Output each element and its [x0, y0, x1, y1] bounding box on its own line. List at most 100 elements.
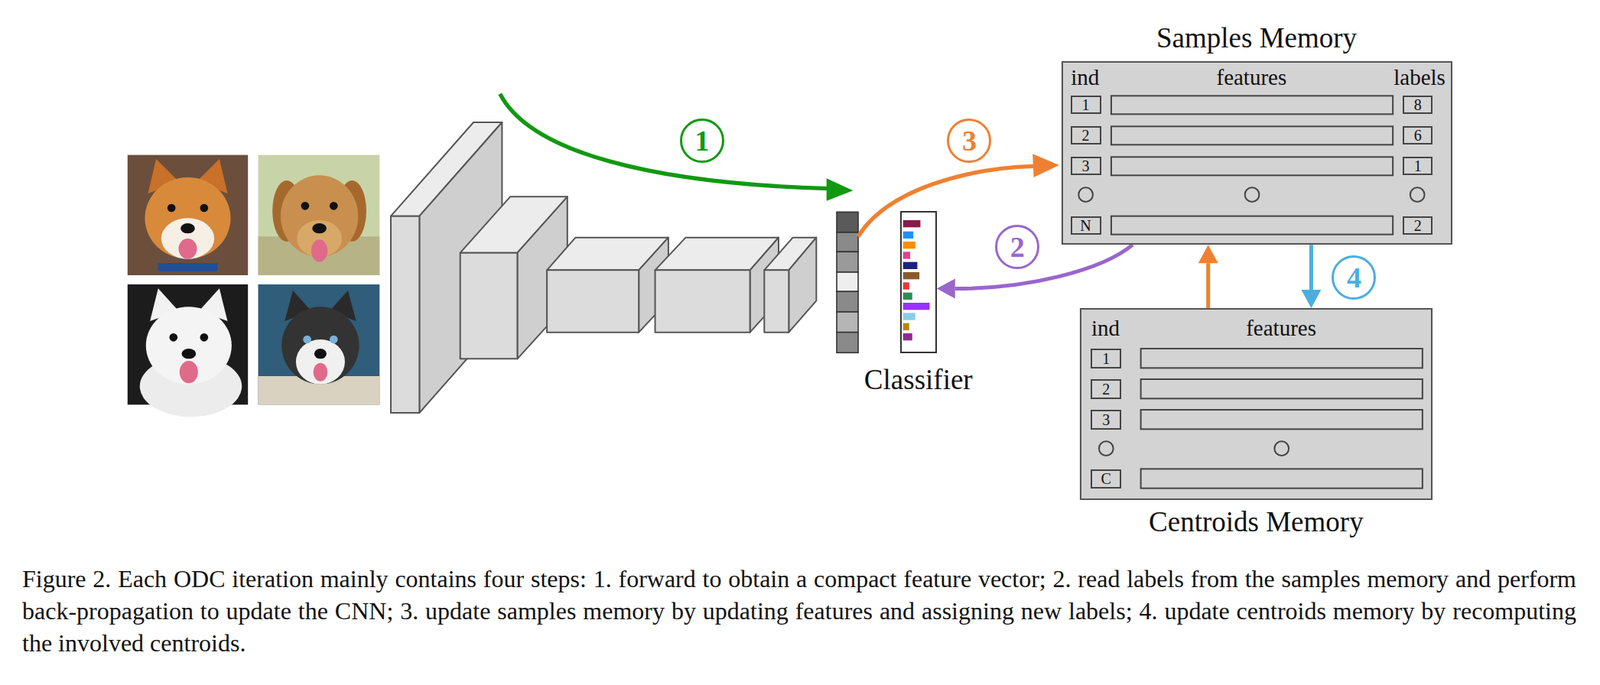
index-cell: 3	[1090, 409, 1122, 430]
dog-photo	[178, 238, 197, 260]
classifier-bars	[903, 231, 914, 239]
label-cell: 8	[1402, 95, 1433, 114]
cell-text: 8	[1414, 97, 1422, 113]
step-arrow	[1032, 153, 1060, 178]
cell-text: N	[1079, 217, 1091, 234]
feature-vector	[836, 211, 859, 233]
ellipsis-dot	[1410, 187, 1425, 202]
arrowhead	[1198, 244, 1219, 264]
memory-fill	[1079, 308, 1434, 501]
dog-photo	[258, 284, 381, 405]
ellipsis-dot	[1078, 187, 1425, 456]
step-number: 1	[679, 118, 725, 163]
cell-text: 2	[1082, 127, 1090, 144]
title-text: Centroids Memory	[1148, 507, 1364, 538]
dog-photo	[258, 155, 381, 276]
connector-line	[955, 244, 1133, 289]
index-cell: N	[1070, 216, 1102, 235]
cell-text: 2	[1414, 217, 1422, 234]
index-cell: 1	[1090, 348, 1122, 368]
header-text: labels	[1393, 65, 1446, 89]
index-cell: 3	[1070, 156, 1102, 176]
label-cell: 6	[1402, 126, 1433, 145]
title-text: Classifier	[864, 365, 973, 396]
memory-table: Samples Memoryindfeatureslabels123N8612	[1061, 61, 1453, 245]
dog-photo	[329, 201, 339, 211]
classifier-bars	[903, 262, 918, 270]
connector-line	[1309, 244, 1314, 290]
cnn-layers	[655, 269, 751, 332]
cell-text: 1	[1414, 158, 1422, 174]
dog-photo	[258, 284, 381, 405]
feature-slot	[1111, 156, 1393, 176]
index-cell: 1	[1070, 95, 1102, 114]
feature-slot	[1141, 379, 1423, 399]
step-arrow	[500, 94, 1060, 238]
cell-text: 3	[1102, 412, 1110, 428]
classifier-bars	[903, 323, 910, 331]
arrowhead	[936, 279, 956, 300]
memory-fill	[1061, 61, 1453, 500]
feature-vector	[836, 211, 859, 353]
feature-vector	[836, 312, 859, 333]
classifier-bars	[903, 333, 913, 341]
feature-slot	[1111, 95, 1423, 488]
dog-photo	[179, 360, 199, 384]
dog-photo	[158, 263, 218, 272]
feature-slot	[1141, 468, 1423, 488]
cnn-layers	[788, 237, 817, 333]
cnn-layers	[764, 269, 789, 332]
label-cell: 2	[1402, 216, 1433, 235]
dog-photo	[301, 201, 310, 211]
classifier-bars	[903, 220, 921, 228]
dog-photo	[311, 239, 328, 262]
cell-text: 6	[1414, 127, 1422, 144]
feature-slot	[1111, 126, 1393, 145]
feature-slot	[1141, 348, 1423, 368]
feature-vector	[836, 291, 859, 313]
connector-arrow	[1198, 244, 1219, 309]
dog-photo	[127, 284, 248, 417]
cell-text: 1	[1082, 97, 1090, 113]
cnn-layers	[460, 253, 518, 360]
dog-photo	[144, 177, 231, 260]
feature-vector	[836, 332, 859, 354]
dog-photo	[312, 223, 327, 234]
caption-text: Figure 2. Each ODC iteration mainly cont…	[22, 562, 1577, 660]
dog-photo	[169, 333, 178, 342]
cell-text: 3	[1082, 158, 1090, 174]
header-text: features	[1216, 65, 1287, 89]
header-text: ind	[1070, 65, 1100, 89]
memory-table: indfeaturesCentroids Memory123C	[1079, 308, 1434, 501]
cell-text: 1	[1102, 351, 1110, 367]
feature-slot	[1111, 216, 1393, 235]
dog-photo	[295, 339, 345, 385]
dog-photo	[302, 335, 312, 345]
memory-fill	[1061, 61, 1453, 245]
step-number: 3	[946, 118, 992, 163]
dog-photo	[181, 348, 196, 359]
classifier-bars	[903, 312, 916, 320]
dog-photo	[200, 204, 209, 213]
feature-slot	[1141, 409, 1423, 430]
dog-photo	[329, 335, 339, 345]
dog-photo	[200, 333, 209, 342]
step-number: 2	[995, 224, 1040, 270]
label-cell: 1	[1402, 156, 1433, 176]
classifier-bars	[903, 272, 920, 280]
cnn-layers	[546, 269, 639, 332]
dog-photo	[161, 217, 215, 259]
ellipsis-dot	[1078, 187, 1093, 202]
step-arrow	[500, 94, 830, 189]
classifier-bars	[903, 251, 911, 259]
cnn-layers	[390, 122, 817, 414]
header-text: ind	[1091, 316, 1120, 340]
dog-photo	[313, 363, 329, 382]
ellipsis-dot	[1099, 441, 1114, 456]
dog-photo	[180, 223, 196, 234]
connector-arrow	[1300, 244, 1321, 309]
dog-photo	[127, 155, 248, 276]
dog-photo	[167, 204, 176, 213]
step-number: 4	[1331, 255, 1376, 300]
